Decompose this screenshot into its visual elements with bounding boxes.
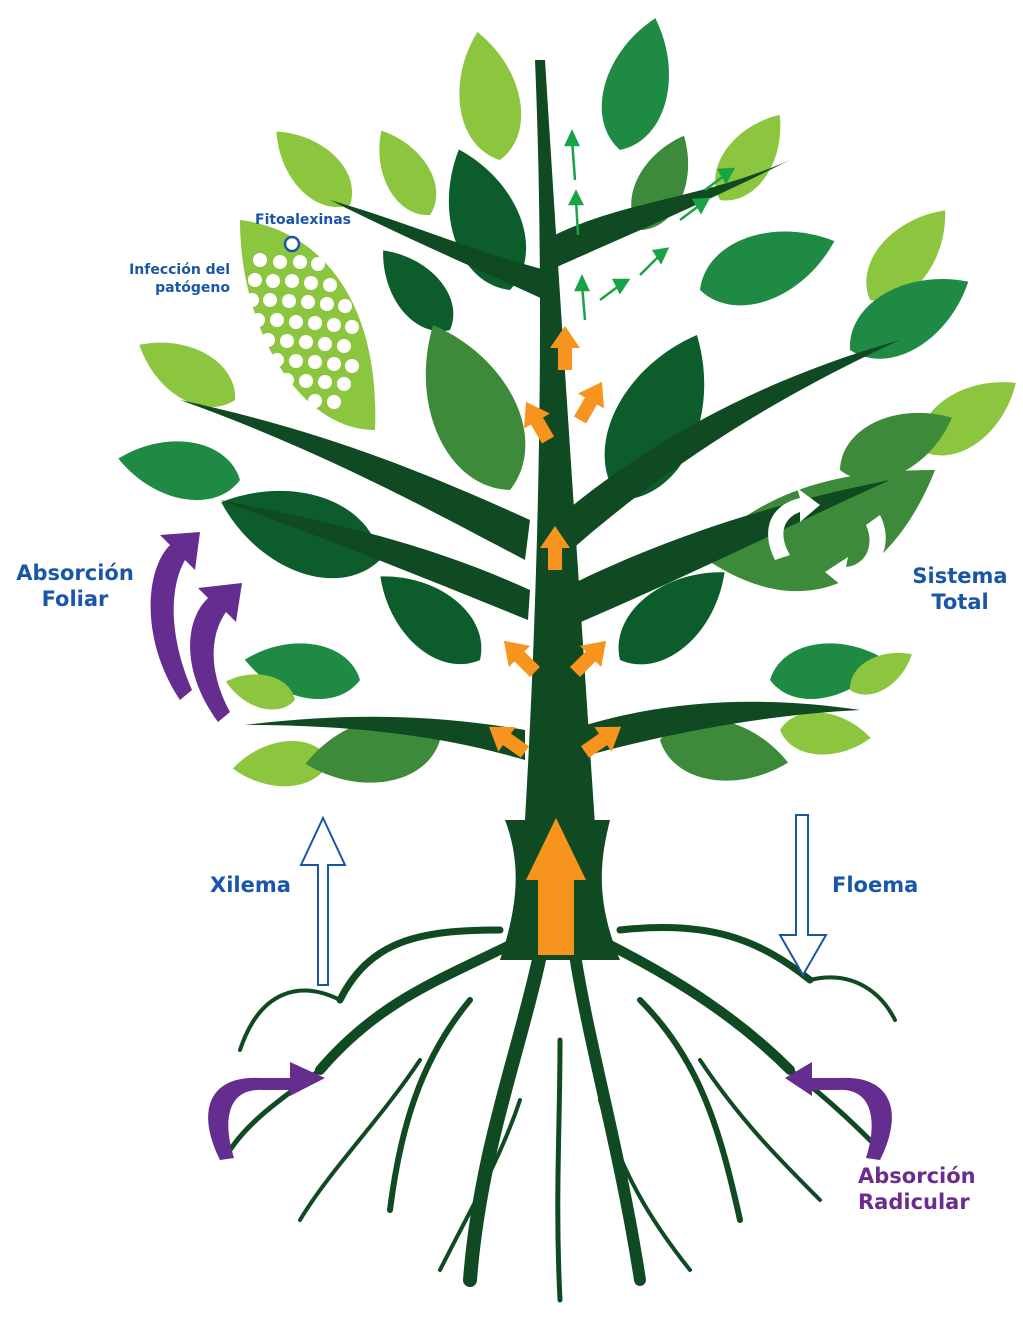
sistema-total-line1: Sistema [900,563,1020,589]
leaf [362,119,450,226]
leaf [700,101,799,214]
sistema-total-label: Sistema Total [900,563,1020,616]
leaf [113,430,245,508]
absorcion-radicular-line1: Absorción [858,1163,976,1189]
infeccion-line2: patógeno [95,280,230,298]
infeccion-label: Infección del patógeno [95,262,230,297]
absorcion-radicular-label: Absorción Radicular [858,1163,976,1216]
absorcion-foliar-line2: Foliar [5,586,145,612]
sistema-total-line2: Total [900,589,1020,615]
orange-arrow [567,374,615,427]
foliar-arrow-2 [190,583,242,722]
floema-down-arrow [780,815,826,975]
leaf [448,27,530,165]
roots [230,927,895,1300]
absorcion-radicular-line2: Radicular [858,1189,976,1215]
absorcion-foliar-line1: Absorción [5,560,145,586]
xilema-up-arrow [301,818,345,985]
trunk [520,60,600,900]
leaf [259,114,366,221]
floema-label: Floema [832,872,918,898]
absorcion-foliar-label: Absorción Foliar [5,560,145,613]
infeccion-line1: Infección del [95,262,230,280]
foliar-arrow-1 [151,532,200,700]
leaf [689,210,846,321]
fitoalexinas-label: Fitoalexinas [255,212,351,230]
fitoalexina-marker [285,237,299,251]
leaf [778,709,872,759]
leaf [127,323,248,422]
leaf [590,10,686,158]
xilema-label: Xilema [210,872,291,898]
leaf [208,466,393,597]
